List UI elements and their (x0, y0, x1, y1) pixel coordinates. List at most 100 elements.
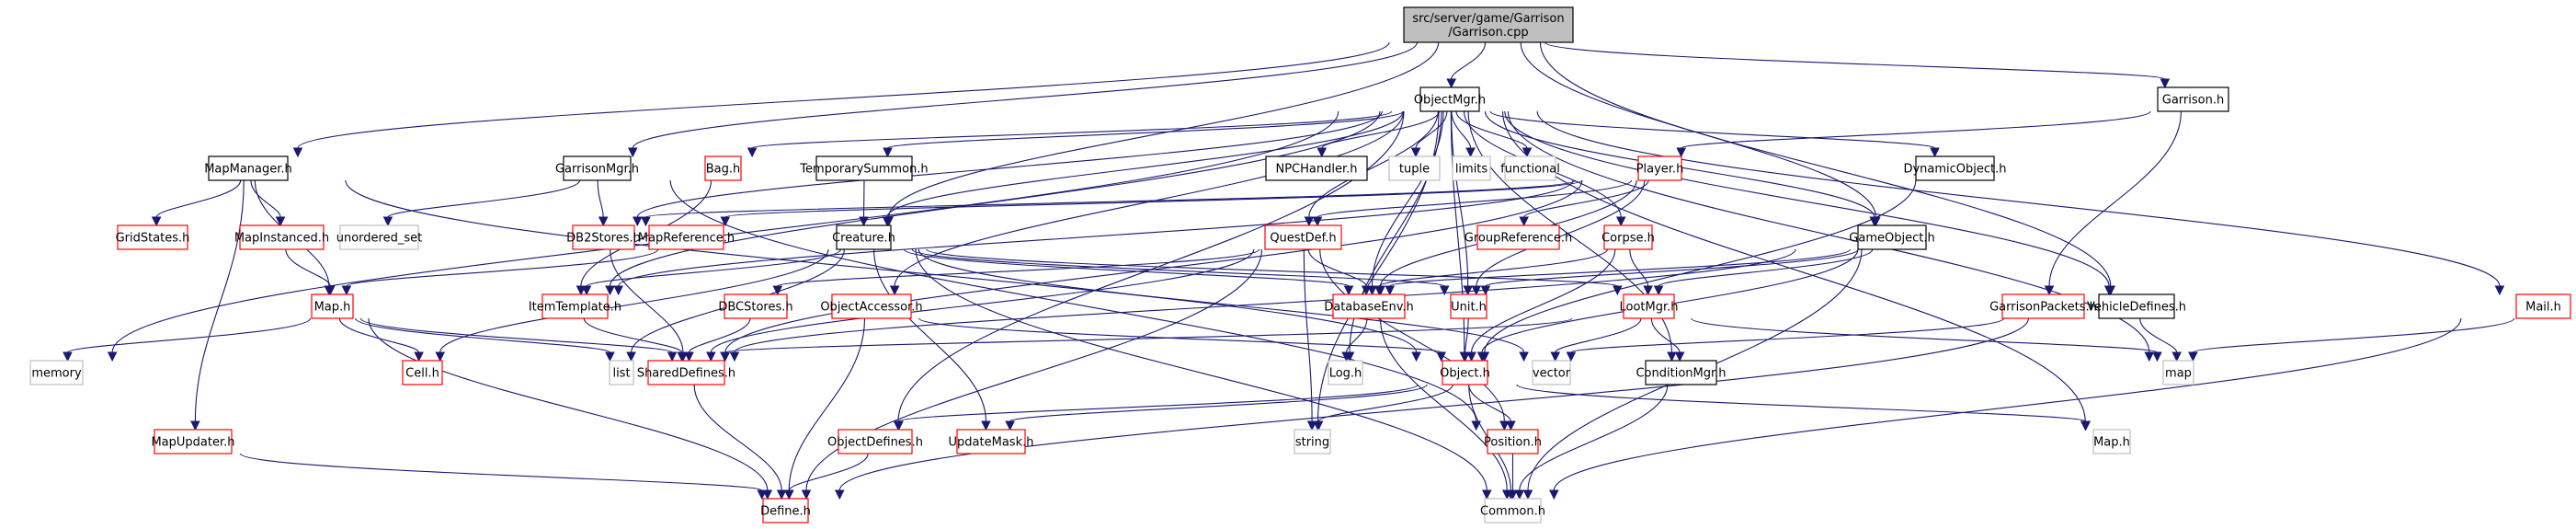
edge-map_h-to-memory (66, 317, 312, 353)
arrowhead-mapreference_h-to-map_h (341, 285, 352, 296)
node-creature-h[interactable]: Creature.h (832, 224, 895, 250)
node-garrison-cpp[interactable]: src/server/game/Garrison/Garrison.cpp (1403, 6, 1574, 43)
node-dynamicobject-h[interactable]: DynamicObject.h (1903, 155, 2007, 181)
arrowhead-objectmgr_h-to-vehicledefines_h (2103, 285, 2114, 296)
edge-dbcstores_h-to-shareddefines_h (688, 317, 751, 353)
arrowhead-creature_h-to-vector (1519, 351, 1529, 362)
node-conditionmgr-h[interactable]: ConditionMgr.h (1636, 360, 1727, 385)
arrowhead-gameobject_h-to-lootmgr_h (1653, 285, 1664, 296)
node-dbcstores-h[interactable]: DBCStores.h (718, 293, 793, 319)
arrowhead-objectmgr_h-to-dynamicobject_h (1930, 147, 1940, 158)
arrowhead-object_h-to-map_h_ext (2080, 420, 2092, 431)
arrowhead-creature_h-to-itemtemplate_h (581, 285, 592, 296)
arrowhead-objectmgr_h-to-unit_h (1463, 285, 1473, 296)
arrowhead-itemtemplate_h-to-shareddefines_h (677, 351, 687, 362)
node-position-h[interactable]: Position.h (1484, 429, 1542, 454)
edge-garrisonmgr_h-to-position_h (669, 179, 1477, 422)
arrowhead-object_h-to-string (1313, 420, 1324, 431)
node-label: ObjectDefines.h (827, 436, 923, 450)
node-mapinstanced-h[interactable]: MapInstanced.h (234, 224, 329, 250)
node-box (1442, 360, 1488, 385)
node-box (1450, 293, 1487, 319)
node-label: DBCStores.h (718, 301, 792, 315)
arrowhead-mail_h-to-common_h (1549, 489, 1559, 500)
edge-mapreference_h-to-map_h (346, 248, 659, 287)
node-box (29, 360, 84, 385)
edge-garrison_cpp-to-gameobject_h (1520, 41, 1876, 218)
arrowhead-garrison_cpp-to-garrisonmgr_h (627, 147, 638, 158)
edge-garrison_h-to-player_h (1681, 110, 2151, 149)
node-mapupdater-h[interactable]: MapUpdater.h (151, 429, 235, 454)
node-label: string (1295, 436, 1329, 450)
arrowhead-lootmgr_h-to-vector (1550, 351, 1561, 362)
node-label: ObjectAccessor.h (820, 301, 922, 315)
edge-objectmgr_h-to-temporarysummon_h (886, 110, 1404, 149)
edge-corpse_h-to-object_h (1471, 248, 1616, 353)
arrowhead-databaseenv_h-to-log_h (1341, 351, 1351, 362)
node-label: memory (31, 367, 82, 381)
node-corpse-h[interactable]: Corpse.h (1601, 224, 1655, 250)
edge-map_h-to-cell_h (338, 317, 420, 353)
arrowhead-dbcstores_h-to-shareddefines_h (684, 351, 694, 362)
node-object-h[interactable]: Object.h (1440, 360, 1490, 385)
node-mail-h[interactable]: Mail.h (2515, 293, 2571, 319)
node-map-h-ext: Map.h (2092, 429, 2131, 454)
node-itemtemplate-h[interactable]: ItemTemplate.h (529, 293, 621, 319)
node-objectmgr-h[interactable]: ObjectMgr.h (1414, 86, 1486, 112)
node-shareddefines-h[interactable]: SharedDefines.h (637, 360, 735, 385)
arrowhead-creature_h-to-common_h (1481, 489, 1492, 500)
node-label: DB2Stores.h (566, 232, 641, 246)
edge-objectmgr_h-to-vehicledefines_h (1504, 110, 2110, 287)
node-box (648, 224, 724, 250)
edge-objectaccessor_h-to-object_h (918, 317, 1442, 353)
node-garrisonpackets-h[interactable]: GarrisonPackets.h (1989, 293, 2097, 319)
node-mapmanager-h[interactable]: MapManager.h (204, 155, 292, 181)
edge-object_h-to-objectdefines_h (898, 384, 1419, 422)
node-mapreference-h[interactable]: MapReference.h (638, 224, 735, 250)
node-groupreference-h[interactable]: GroupReference.h (1465, 224, 1572, 250)
node-vector: vector (1532, 360, 1571, 385)
node-objectaccessor-h[interactable]: ObjectAccessor.h (820, 293, 923, 319)
node-box (154, 429, 233, 454)
node-player-h[interactable]: Player.h (1636, 155, 1684, 181)
edge-objectmgr_h-to-mail_h (1536, 110, 2501, 287)
arrowhead-garrisonmgr_h-to-unordered_set (382, 216, 393, 227)
edge-creature_h-to-databaseenv_h (903, 248, 1350, 287)
node-databaseenv-h[interactable]: DatabaseEnv.h (1324, 293, 1414, 319)
node-gridstates-h[interactable]: GridStates.h (116, 224, 190, 250)
node-garrison-h[interactable]: Garrison.h (2157, 86, 2229, 112)
edge-player_h-to-db2stores_h (644, 179, 1577, 218)
node-temporarysummon-h[interactable]: TemporarySummon.h (799, 155, 929, 181)
edge-gameobject_h-to-unit_h (1485, 248, 1859, 287)
node-unit-h[interactable]: Unit.h (1450, 293, 1487, 319)
node-db2stores-h[interactable]: DB2Stores.h (566, 224, 641, 250)
arrowhead-objectmgr_h-to-mail_h (2494, 285, 2505, 296)
node-box (1332, 293, 1406, 319)
arrowhead-lootmgr_h-to-shareddefines_h (720, 351, 730, 362)
node-bag-h[interactable]: Bag.h (704, 155, 742, 181)
arrowhead-garrisonmgr_h-to-position_h (1471, 420, 1481, 431)
node-box (208, 155, 289, 181)
edge-mail_h-to-map (2192, 317, 2515, 353)
arrowhead-mapmanager_h-to-object_h (1411, 351, 1421, 362)
arrowhead-objectmgr_h-to-itemtemplate_h (605, 285, 615, 296)
arrowhead-creature_h-to-cell_h (435, 351, 446, 362)
node-map-h[interactable]: Map.h (311, 293, 354, 319)
node-cell-h[interactable]: Cell.h (402, 360, 443, 385)
nodes-layer: src/server/game/Garrison/Garrison.cppObj… (29, 6, 2571, 523)
edge-objectaccessor_h-to-define_h (788, 317, 866, 491)
node-define-h[interactable]: Define.h (760, 498, 811, 523)
arrowhead-objectmgr_h-to-memory (107, 351, 118, 362)
node-questdef-h[interactable]: QuestDef.h (1264, 224, 1342, 250)
node-updatemask-h[interactable]: UpdateMask.h (949, 429, 1034, 454)
node-npchandler-h[interactable]: NPCHandler.h (1265, 155, 1368, 181)
node-vehicledefines-h[interactable]: VehicleDefines.h (2087, 293, 2186, 319)
edge-objectdefines_h-to-define_h (788, 453, 869, 491)
node-lootmgr-h[interactable]: LootMgr.h (1619, 293, 1679, 319)
edge-creature_h-to-vector (918, 248, 1525, 353)
node-objectdefines-h[interactable]: ObjectDefines.h (827, 429, 923, 454)
edge-lootmgr_h-to-vector (1555, 317, 1642, 353)
node-garrisonmgr-h[interactable]: GarrisonMgr.h (555, 155, 639, 181)
arrowhead-creature_h-to-unit_h (1439, 285, 1450, 296)
node-gameobject-h[interactable]: GameObject.h (1849, 224, 1935, 250)
